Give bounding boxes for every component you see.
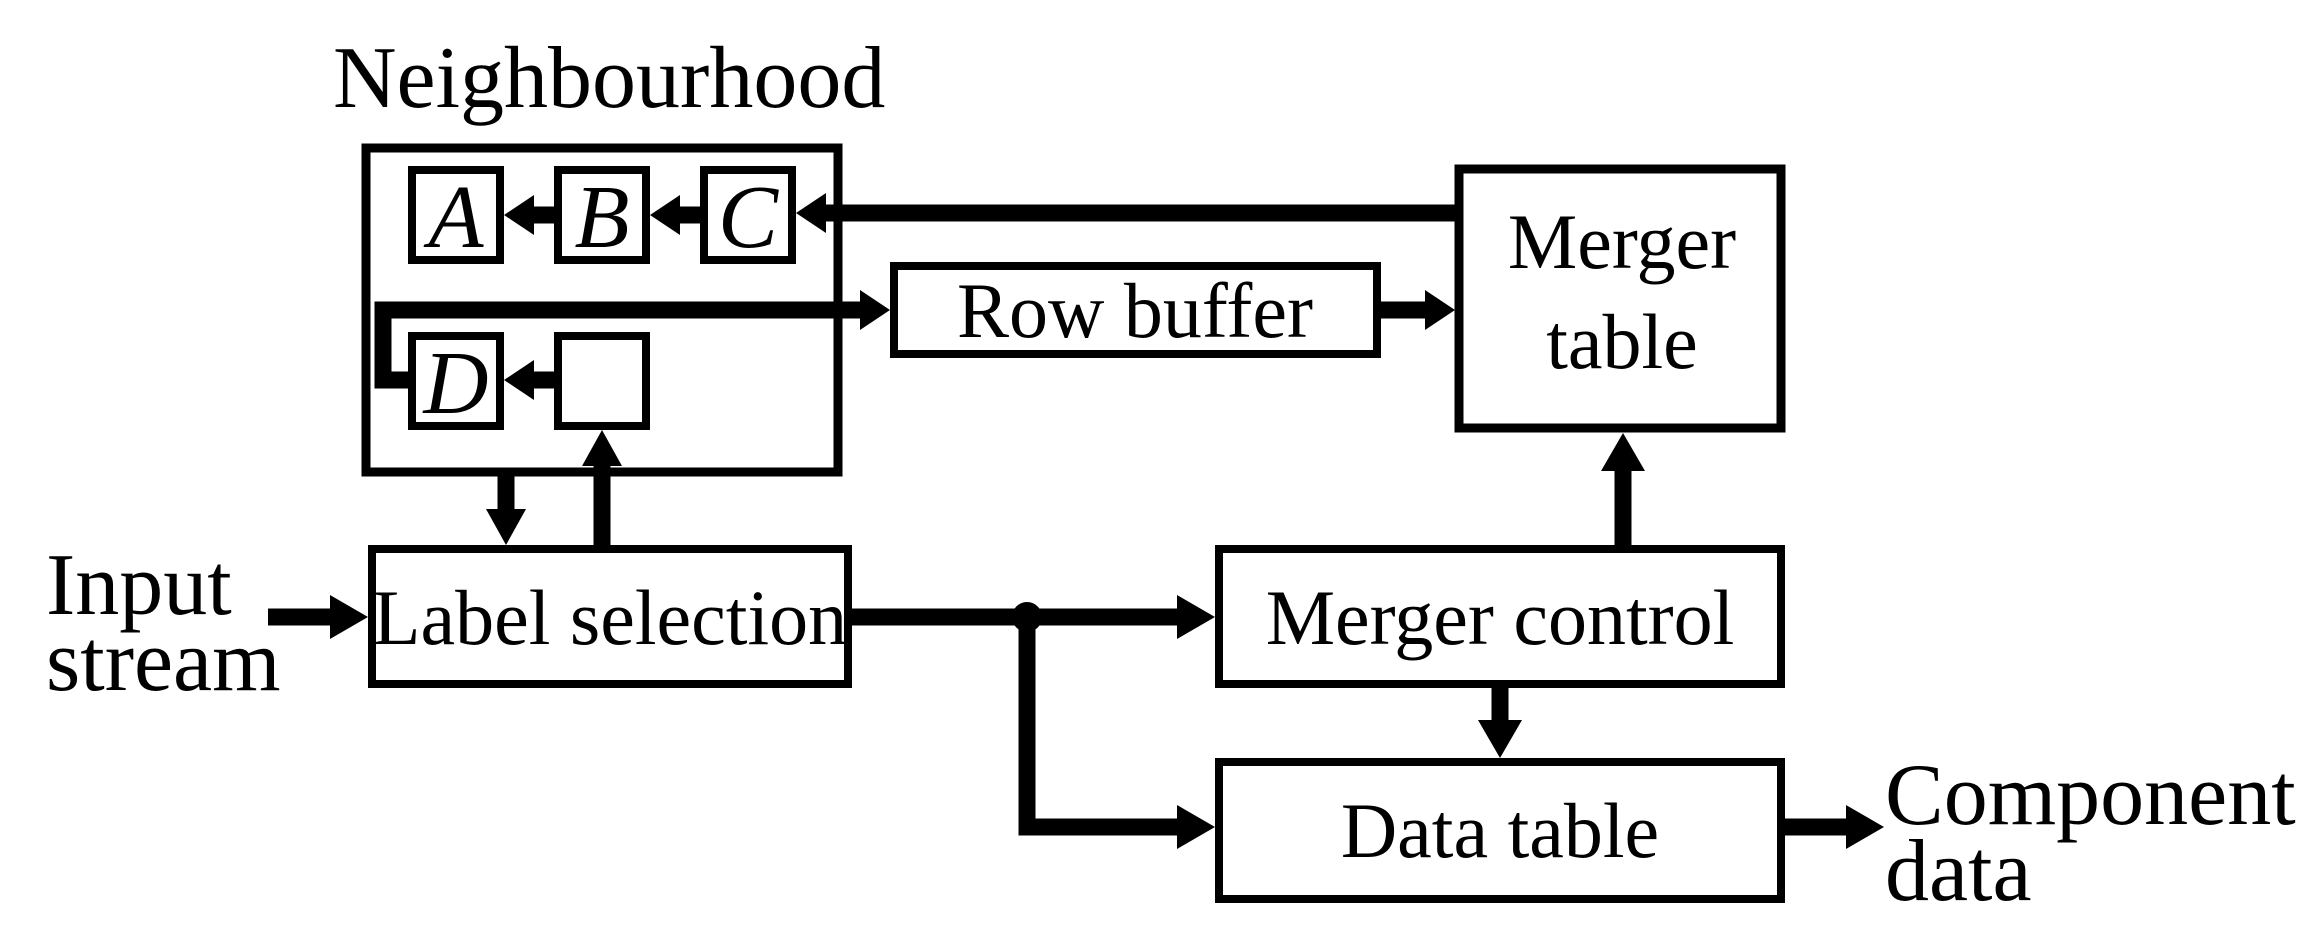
register-b-label: B	[575, 168, 630, 267]
row-buffer-label: Row buffer	[957, 267, 1313, 354]
arrowhead-into-data-table-top-icon	[1478, 720, 1522, 758]
data-table-label: Data table	[1341, 787, 1659, 874]
merger-table-box	[1454, 164, 1786, 433]
wire-branch-to-data-table	[1018, 617, 1180, 836]
input-stream-label-line1: Input	[46, 537, 232, 634]
register-d-box	[408, 332, 504, 430]
arrowhead-into-row-buffer-icon	[860, 290, 890, 330]
register-empty-box	[554, 332, 650, 430]
merger-control-label: Merger control	[1266, 574, 1735, 661]
arrowhead-into-label-selection-top-icon	[486, 509, 526, 545]
arrowhead-into-label-selection-icon	[330, 595, 368, 639]
junction-dot-icon	[1012, 602, 1042, 632]
arrowhead-into-b-icon	[650, 195, 680, 235]
arrowhead-into-empty-register-icon	[582, 430, 622, 466]
register-d-label: D	[422, 334, 489, 433]
arrowhead-into-c-icon	[796, 193, 826, 233]
label-selection-label: Label selection	[373, 574, 847, 661]
arrowhead-into-a-icon	[504, 195, 534, 235]
input-stream-label-line2: stream	[46, 613, 281, 710]
register-c-label: C	[718, 168, 779, 267]
arrowhead-into-merger-control-icon	[1177, 595, 1215, 639]
neighbourhood-title: Neighbourhood	[333, 30, 885, 127]
label-selection-box	[368, 545, 852, 688]
arrowhead-into-d-icon	[504, 360, 534, 400]
wire-d-to-row-buffer	[374, 301, 866, 389]
arrowhead-into-merger-table-bottom-icon	[1601, 433, 1645, 471]
row-buffer-box	[890, 262, 1381, 358]
data-table-box	[1215, 758, 1785, 903]
component-data-label-line2: data	[1885, 823, 2032, 920]
register-a-label: A	[424, 168, 485, 267]
arrowhead-into-merger-table-icon	[1425, 290, 1455, 330]
merger-control-box	[1215, 545, 1785, 688]
merger-table-label-line1: Merger	[1508, 198, 1736, 285]
register-a-box	[408, 166, 504, 264]
component-data-label-line1: Component	[1885, 747, 2296, 844]
merger-table-label-line2: table	[1546, 298, 1698, 385]
register-c-box	[700, 166, 796, 264]
arrowhead-component-data-icon	[1846, 805, 1884, 849]
arrowhead-into-data-table-icon	[1177, 805, 1215, 849]
register-b-box	[554, 166, 650, 264]
